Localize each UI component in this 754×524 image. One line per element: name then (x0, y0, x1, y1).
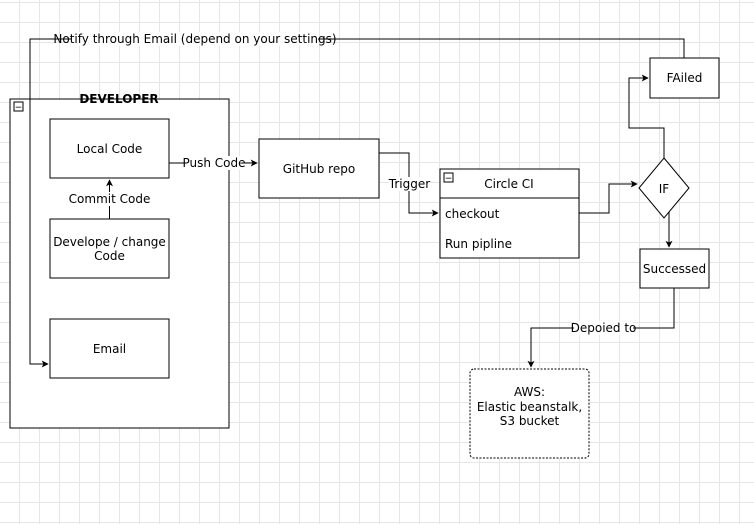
local-code-label: Local Code (77, 142, 143, 156)
circle-ci-collapse-glyph: − (445, 174, 453, 184)
circle-ci-item-checkout[interactable]: checkout (445, 207, 500, 221)
aws-label-line2: Elastic beanstalk, (477, 400, 582, 414)
aws-label-line3: S3 bucket (500, 414, 560, 428)
edge-push-label-bg (186, 156, 242, 170)
edge-notify-email (29, 38, 685, 368)
aws-box (469, 368, 590, 459)
edge-trigger-label-bg (389, 177, 430, 191)
failed-box (649, 57, 720, 99)
aws-label-line1: AWS: (514, 385, 545, 399)
edge-notify-label-bg (72, 32, 318, 46)
edge-push-label: Push Code (182, 156, 245, 170)
node-aws[interactable]: AWS: Elastic beanstalk, S3 bucket (469, 368, 590, 459)
develop-change-label-line1: Develope / change (53, 235, 166, 249)
developer-collapse-glyph: − (15, 103, 23, 113)
develop-change-label-line2: Code (94, 249, 125, 263)
node-develop-change-code[interactable]: Develope / change Code (49, 218, 170, 279)
circle-ci-item-run-pipline[interactable]: Run pipline (445, 237, 512, 251)
edge-notify-label: Notify through Email (depend on your set… (53, 32, 336, 46)
develop-change-box (49, 218, 170, 279)
circle-ci-collapse-icon[interactable] (443, 172, 454, 183)
node-github-repo[interactable]: GitHub repo (258, 138, 380, 199)
edge-if-to-failed (628, 74, 665, 158)
node-local-code[interactable]: Local Code (49, 118, 170, 179)
node-if-decision[interactable]: IF (638, 157, 690, 219)
github-repo-box (258, 138, 380, 199)
edge-commit-label-bg (73, 192, 146, 206)
email-label: Email (93, 342, 126, 356)
edge-deployed-label: Depoied to (571, 321, 637, 335)
developer-collapse-icon[interactable] (13, 101, 24, 112)
edge-ci-to-if (579, 180, 638, 214)
github-repo-label: GitHub repo (283, 162, 355, 176)
edge-deployed-label-bg (574, 321, 633, 335)
successed-label: Successed (643, 262, 706, 276)
if-label: IF (659, 182, 670, 196)
circle-ci-title: Circle CI (484, 177, 533, 191)
local-code-box (49, 118, 170, 179)
failed-label: FAiled (667, 71, 703, 85)
edge-commit-label: Commit Code (69, 192, 151, 206)
email-box (49, 318, 170, 379)
developer-title: DEVELOPER (79, 92, 158, 106)
circle-ci-container[interactable]: − Circle CI checkout Run pipline (439, 168, 580, 259)
successed-box (639, 248, 710, 289)
node-failed[interactable]: FAiled (649, 57, 720, 99)
node-successed[interactable]: Successed (639, 248, 710, 289)
edge-trigger-label: Trigger (388, 177, 430, 191)
node-email[interactable]: Email (49, 318, 170, 379)
if-diamond (638, 157, 690, 219)
